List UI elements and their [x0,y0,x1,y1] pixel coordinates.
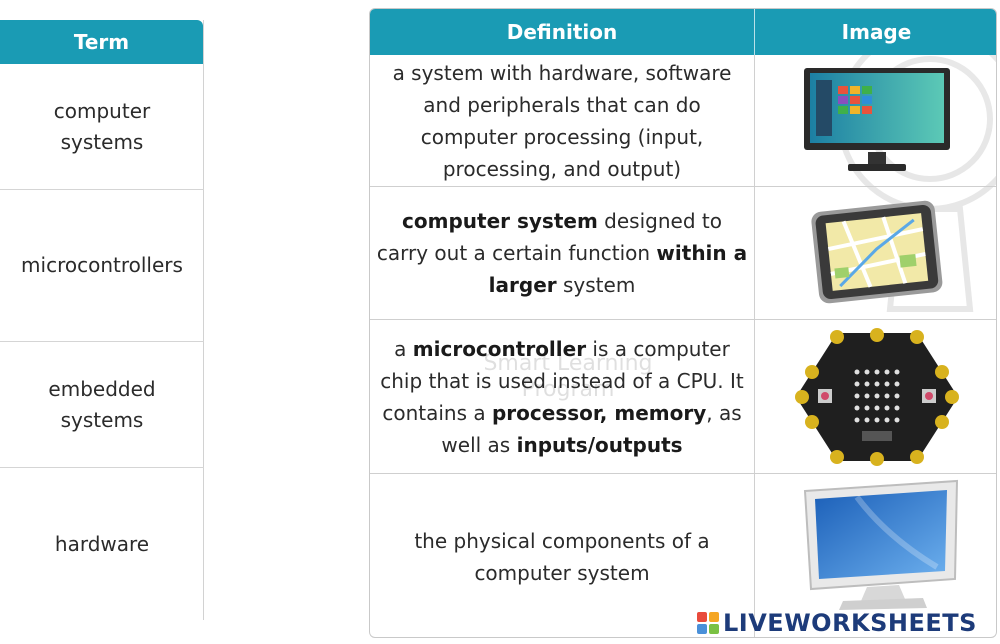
term-cell-2[interactable]: microcontrollers [0,190,204,342]
definition-table-header: Definition Image [370,9,996,55]
definition-bold-text: microcontroller [412,336,587,361]
definition-text-segment: is a computer chip that is used instead … [380,336,744,425]
definition-text: the physical components of a computer sy… [376,525,748,589]
image-header: Image [841,20,912,44]
image-cell-1[interactable] [755,55,996,186]
definition-text-segment: , as well as [441,400,742,457]
definition-text-segment: the physical components of a computer sy… [414,528,710,585]
liveworksheets-text: LIVEWORKSHEETS [723,609,977,637]
term-label: computer systems [53,98,151,154]
watermark-text: Smart Learning Program [483,351,653,402]
definition-header: Definition [506,20,618,44]
definition-text: a system with hardware, software and per… [376,57,748,185]
term-label: embedded systems [48,376,156,432]
definition-cell-3[interactable]: a microcontroller is a computer chip tha… [370,320,754,473]
definition-text: computer system designed to carry out a … [376,205,748,301]
logo-square [697,612,707,622]
definition-cell-1[interactable]: a system with hardware, software and per… [370,55,754,186]
definition-text-segment: system [556,273,636,297]
liveworksheets-mark-icon [697,612,719,634]
term-cell-1[interactable]: computer systems [0,64,204,190]
term-cell-3[interactable]: embedded systems [0,342,204,468]
definition-text: a microcontroller is a computer chip tha… [376,333,748,461]
definition-text-segment: a [394,336,413,361]
definition-bold-text: computer system [402,209,598,233]
logo-square [709,624,719,634]
definition-text-segment: designed to carry out a certain function [376,209,722,265]
microcontroller-board-icon [794,327,959,466]
logo-square [709,612,719,622]
logo-square [697,624,707,634]
term-cell-4[interactable]: hardware [0,468,204,620]
image-cell-2[interactable] [755,187,996,319]
term-label: hardware [54,531,150,556]
lcd-monitor-icon [803,479,958,610]
image-cell-4[interactable] [755,474,996,614]
definition-bold-text: within a larger [488,241,748,297]
definition-bold-text: processor, memory [491,400,707,425]
definition-cell-2[interactable]: computer system designed to carry out a … [370,187,754,319]
term-table: Term computer systems microcontrollers e… [0,20,204,620]
definition-table: Smart Learning Program Definition Image … [369,8,997,638]
definition-bold-text: inputs/outputs [516,432,683,457]
image-cell-3[interactable] [755,320,996,473]
term-header: Term [0,20,203,64]
term-label: microcontrollers [21,253,183,277]
gps-navigator-icon [810,200,942,304]
liveworksheets-logo: LIVEWORKSHEETS [697,608,977,638]
desktop-monitor-icon [803,67,950,171]
definition-text-segment: a system with hardware, software and per… [392,60,732,181]
definition-cell-4[interactable]: the physical components of a computer sy… [370,474,754,637]
